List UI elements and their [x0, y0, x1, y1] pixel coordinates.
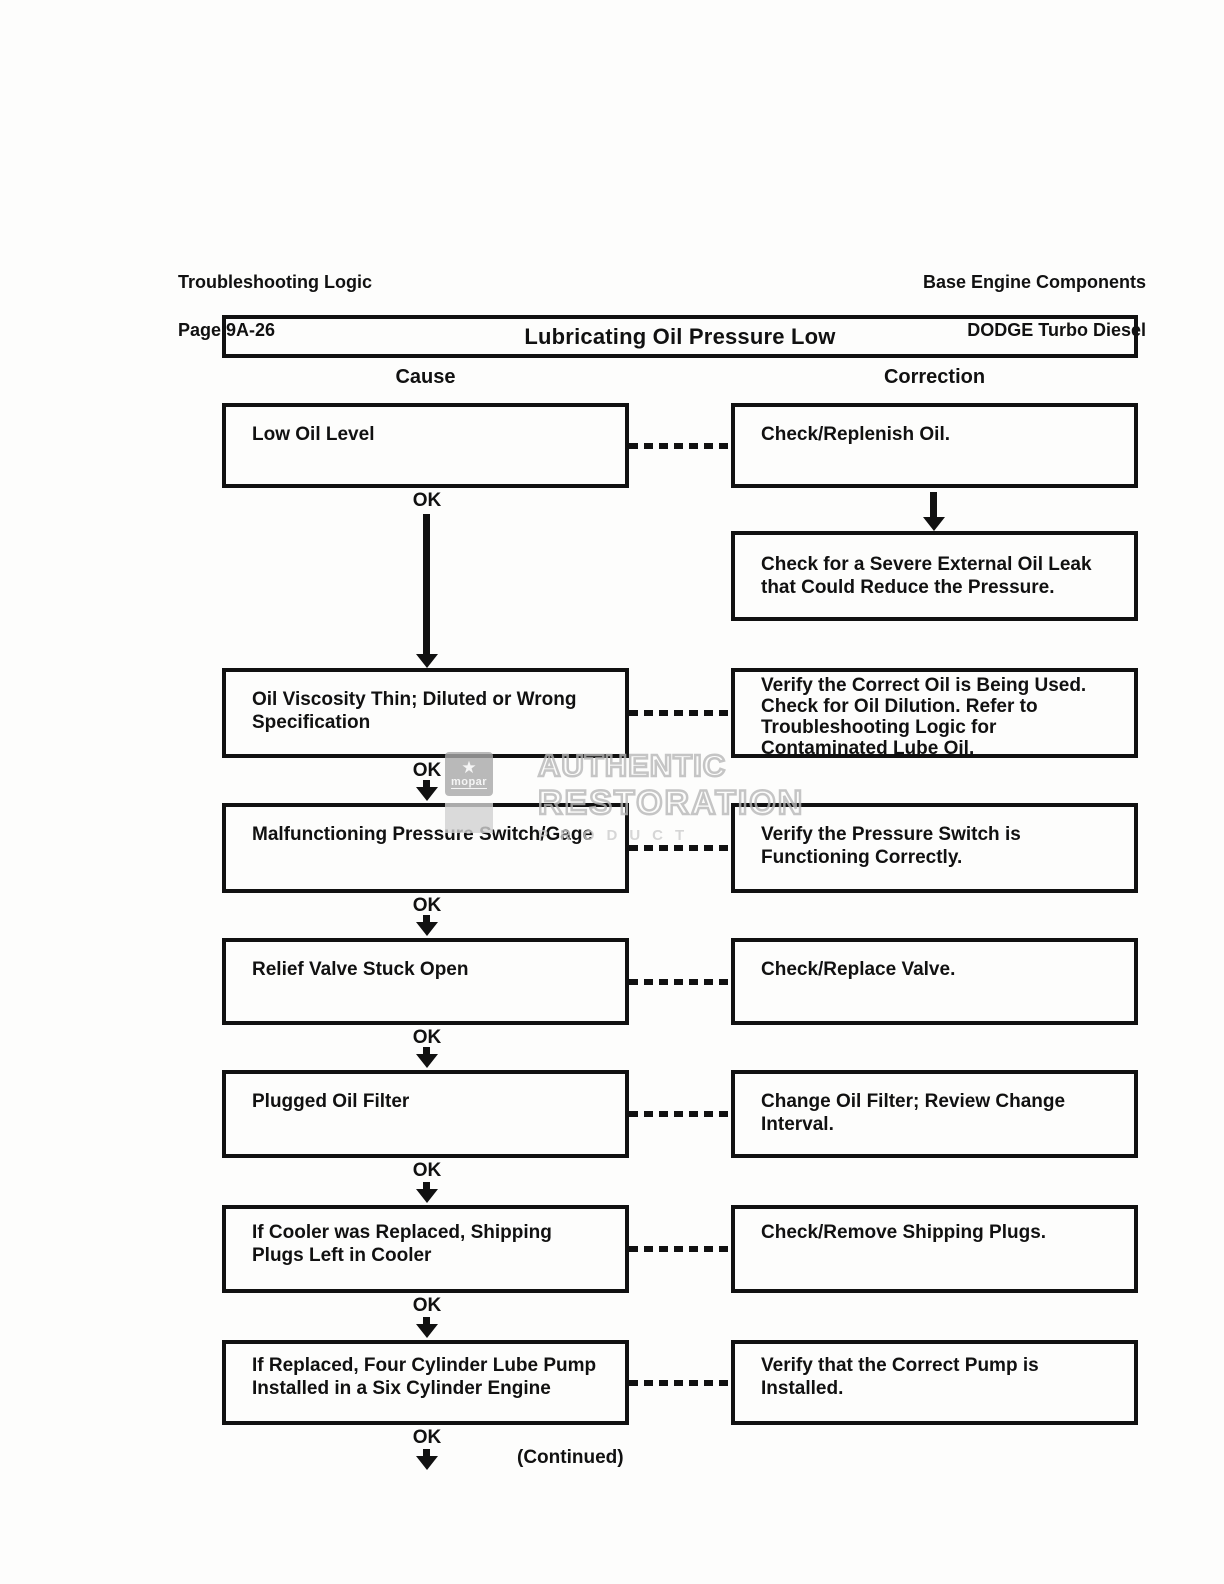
- arrow-shaft: [423, 1047, 430, 1055]
- arrow-head-icon: [416, 1324, 438, 1338]
- continued-label: (Continued): [517, 1447, 624, 1468]
- cause-box: If Replaced, Four Cylinder Lube Pump Ins…: [222, 1340, 629, 1425]
- arrow-head-icon: [416, 787, 438, 801]
- dotted-connector: [629, 1246, 731, 1252]
- header-page-number: Page 9A-26: [178, 320, 276, 340]
- header-section-title: Troubleshooting Logic: [178, 272, 372, 292]
- arrow-shaft: [930, 492, 937, 518]
- cause-box: Malfunctioning Pressure Switch/Gage: [222, 803, 629, 893]
- arrow-head-icon: [416, 1189, 438, 1203]
- pentastar-icon: ★: [461, 758, 477, 777]
- correction-box: Verify the Pressure Switch is Functionin…: [731, 803, 1138, 893]
- down-arrow: [416, 1182, 438, 1203]
- ok-label: OK: [412, 1027, 442, 1048]
- correction-box: Verify that the Correct Pump is Installe…: [731, 1340, 1138, 1425]
- column-label-correction: Correction: [883, 366, 986, 388]
- header-left: Troubleshooting Logic Page 9A-26: [178, 246, 372, 366]
- down-arrow: [416, 1047, 438, 1068]
- correction-box: Change Oil Filter; Review Change Interva…: [731, 1070, 1138, 1158]
- cause-box: Oil Viscosity Thin; Diluted or Wrong Spe…: [222, 668, 629, 758]
- ok-label: OK: [412, 760, 442, 781]
- flowchart-title: Lubricating Oil Pressure Low: [524, 323, 836, 349]
- down-arrow: [416, 514, 438, 668]
- arrow-shaft: [423, 915, 430, 923]
- correction-box: Check/Replenish Oil.: [731, 403, 1138, 488]
- arrow-shaft: [423, 780, 430, 788]
- dotted-connector: [629, 1380, 731, 1386]
- correction-box: Check/Replace Valve.: [731, 938, 1138, 1025]
- down-arrow: [416, 780, 438, 801]
- header-chapter-title: Base Engine Components: [922, 272, 1146, 292]
- dotted-connector: [629, 710, 731, 716]
- arrow-shaft: [423, 1317, 430, 1325]
- ok-label: OK: [412, 490, 442, 511]
- arrow-head-icon: [416, 922, 438, 936]
- cause-box: Plugged Oil Filter: [222, 1070, 629, 1158]
- column-label-cause: Cause: [395, 366, 456, 388]
- header-right: Base Engine Components DODGE Turbo Diese…: [923, 246, 1146, 366]
- dotted-connector: [629, 1111, 731, 1117]
- followup-correction-box: Check for a Severe External Oil Leak tha…: [731, 531, 1138, 621]
- ok-label: OK: [412, 1427, 442, 1448]
- cause-box: Relief Valve Stuck Open: [222, 938, 629, 1025]
- cause-box: Low Oil Level: [222, 403, 629, 488]
- header-vehicle-title: DODGE Turbo Diesel: [967, 320, 1146, 340]
- down-arrow: [923, 492, 945, 531]
- down-arrow: [416, 1449, 438, 1470]
- ok-label: OK: [412, 1295, 442, 1316]
- arrow-head-icon: [416, 1054, 438, 1068]
- arrow-shaft: [423, 514, 430, 655]
- arrow-head-icon: [416, 1456, 438, 1470]
- arrow-head-icon: [416, 654, 438, 668]
- correction-box: Check/Remove Shipping Plugs.: [731, 1205, 1138, 1293]
- dotted-connector: [629, 979, 731, 985]
- dotted-connector: [629, 845, 731, 851]
- flowchart-title-box: Lubricating Oil Pressure Low: [222, 315, 1138, 358]
- arrow-head-icon: [923, 517, 945, 531]
- dotted-connector: [629, 443, 731, 449]
- arrow-shaft: [423, 1182, 430, 1190]
- down-arrow: [416, 1317, 438, 1338]
- cause-box: If Cooler was Replaced, Shipping Plugs L…: [222, 1205, 629, 1293]
- correction-box: Verify the Correct Oil is Being Used. Ch…: [731, 668, 1138, 759]
- ok-label: OK: [412, 895, 442, 916]
- arrow-shaft: [423, 1449, 430, 1457]
- ok-label: OK: [412, 1160, 442, 1181]
- down-arrow: [416, 915, 438, 936]
